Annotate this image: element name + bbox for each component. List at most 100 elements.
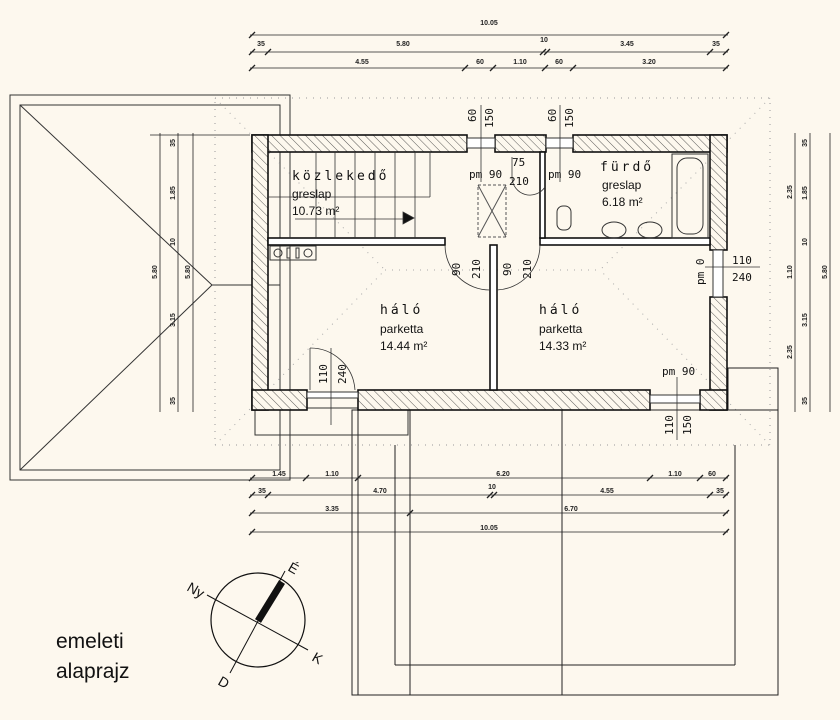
room-halo-right: háló parketta 14.33 m² <box>539 303 586 353</box>
room-floor: greslap <box>292 187 332 201</box>
roof-ridge-lines <box>214 97 771 446</box>
dim-label: 3.15 <box>170 313 177 327</box>
dim-label: 4.55 <box>600 488 614 495</box>
stair-arrow-icon <box>402 211 415 225</box>
window-sill: pm 0 <box>694 259 707 286</box>
window-height: 240 <box>732 271 752 284</box>
opening-labels <box>330 105 760 440</box>
dim-label: 5.80 <box>152 265 159 279</box>
doors <box>309 157 546 391</box>
dim-label: 5.80 <box>396 41 410 48</box>
dim-label: 10 <box>540 37 548 44</box>
terrace-below <box>351 367 779 696</box>
room-floor: parketta <box>380 322 424 336</box>
dim-label: 60 <box>708 471 716 478</box>
door-width: 110 <box>317 364 330 384</box>
sink-icon <box>601 221 627 239</box>
compass-west: Ny <box>185 579 208 601</box>
dim-label: 3.15 <box>802 313 809 327</box>
roof-overhang-outline <box>214 97 771 446</box>
dim-label: 35 <box>802 397 809 405</box>
dim-label: 1.10 <box>325 471 339 478</box>
dim-label: 1.10 <box>513 59 527 66</box>
staircase <box>268 152 431 238</box>
dim-label: 60 <box>476 59 484 66</box>
room-area: 14.44 m² <box>380 339 427 353</box>
compass-north: É <box>286 559 302 578</box>
dim-label: 2.35 <box>787 345 794 359</box>
toilet-icon <box>556 205 572 231</box>
plan-title-line2: alaprajz <box>56 660 130 683</box>
room-halo-left: háló parketta 14.44 m² <box>380 303 427 353</box>
window-height: 150 <box>681 415 694 435</box>
bathroom-fixtures <box>556 153 709 239</box>
window-width: 60 <box>546 109 559 122</box>
compass-east: K <box>310 649 327 668</box>
door-height: 210 <box>509 175 529 188</box>
dim-label: 4.70 <box>373 488 387 495</box>
dim-label: 1.85 <box>170 186 177 200</box>
dim-label: 4.55 <box>355 59 369 66</box>
window-width: 110 <box>732 254 752 267</box>
room-floor: greslap <box>602 178 642 192</box>
room-name: fürdő <box>600 160 654 175</box>
door-width: 90 <box>501 263 514 276</box>
dim-label: 6.20 <box>496 471 510 478</box>
dim-label: 35 <box>170 139 177 147</box>
window-width: 110 <box>663 415 676 435</box>
left-roof <box>9 94 291 481</box>
dim-label: 35 <box>712 41 720 48</box>
door-height: 210 <box>521 259 534 279</box>
compass-icon: É Ny K D <box>185 559 327 692</box>
dim-label: 3.20 <box>642 59 656 66</box>
dim-label: 10 <box>802 238 809 246</box>
room-kozlekedo: közlekedő greslap 10.73 m² <box>292 169 386 218</box>
dim-label: 5.80 <box>185 265 192 279</box>
dim-label: 5.80 <box>822 265 829 279</box>
dim-label: 35 <box>802 139 809 147</box>
window-height: 150 <box>563 108 576 128</box>
window-sill: pm 90 <box>662 365 695 378</box>
dim-label: 10 <box>170 238 177 246</box>
room-name: háló <box>539 303 582 318</box>
dim-label: 1.85 <box>802 186 809 200</box>
window-sill: pm 90 <box>548 168 581 181</box>
dim-top-total: 10.05 <box>480 20 498 27</box>
dim-label: 35 <box>258 488 266 495</box>
door-height: 240 <box>336 364 349 384</box>
dim-label: 2.35 <box>787 185 794 199</box>
dimension-lines <box>150 31 831 536</box>
attic-hatch-cross <box>477 184 507 238</box>
sink-icon <box>637 221 663 239</box>
bathtub-icon <box>671 153 709 239</box>
room-floor: parketta <box>539 322 583 336</box>
room-area: 6.18 m² <box>602 195 643 209</box>
dim-label: 3.45 <box>620 41 634 48</box>
door-width: 75 <box>512 156 525 169</box>
dim-bottom-total: 10.05 <box>480 525 498 532</box>
dim-label: 1.10 <box>787 265 794 279</box>
room-name: háló <box>380 303 423 318</box>
dim-label: 3.35 <box>325 506 339 513</box>
dim-label: 60 <box>555 59 563 66</box>
dim-label: 6.70 <box>564 506 578 513</box>
stove-icon <box>269 245 317 261</box>
dim-label: 35 <box>716 488 724 495</box>
dim-label: 35 <box>170 397 177 405</box>
compass-south: D <box>216 673 233 692</box>
window-width: 60 <box>466 109 479 122</box>
window-height: 150 <box>483 108 496 128</box>
dim-label: 35 <box>257 41 265 48</box>
dim-label: 10 <box>488 484 496 491</box>
room-area: 10.73 m² <box>292 204 339 218</box>
dim-label: 1.45 <box>272 471 286 478</box>
balcony <box>254 407 409 436</box>
room-area: 14.33 m² <box>539 339 586 353</box>
plan-title-line1: emeleti <box>56 630 124 653</box>
door-height: 210 <box>470 259 483 279</box>
window-sill: pm 90 <box>469 168 502 181</box>
walls <box>251 134 728 411</box>
room-furdo: fürdő greslap 6.18 m² <box>600 160 654 209</box>
door-width: 90 <box>450 263 463 276</box>
